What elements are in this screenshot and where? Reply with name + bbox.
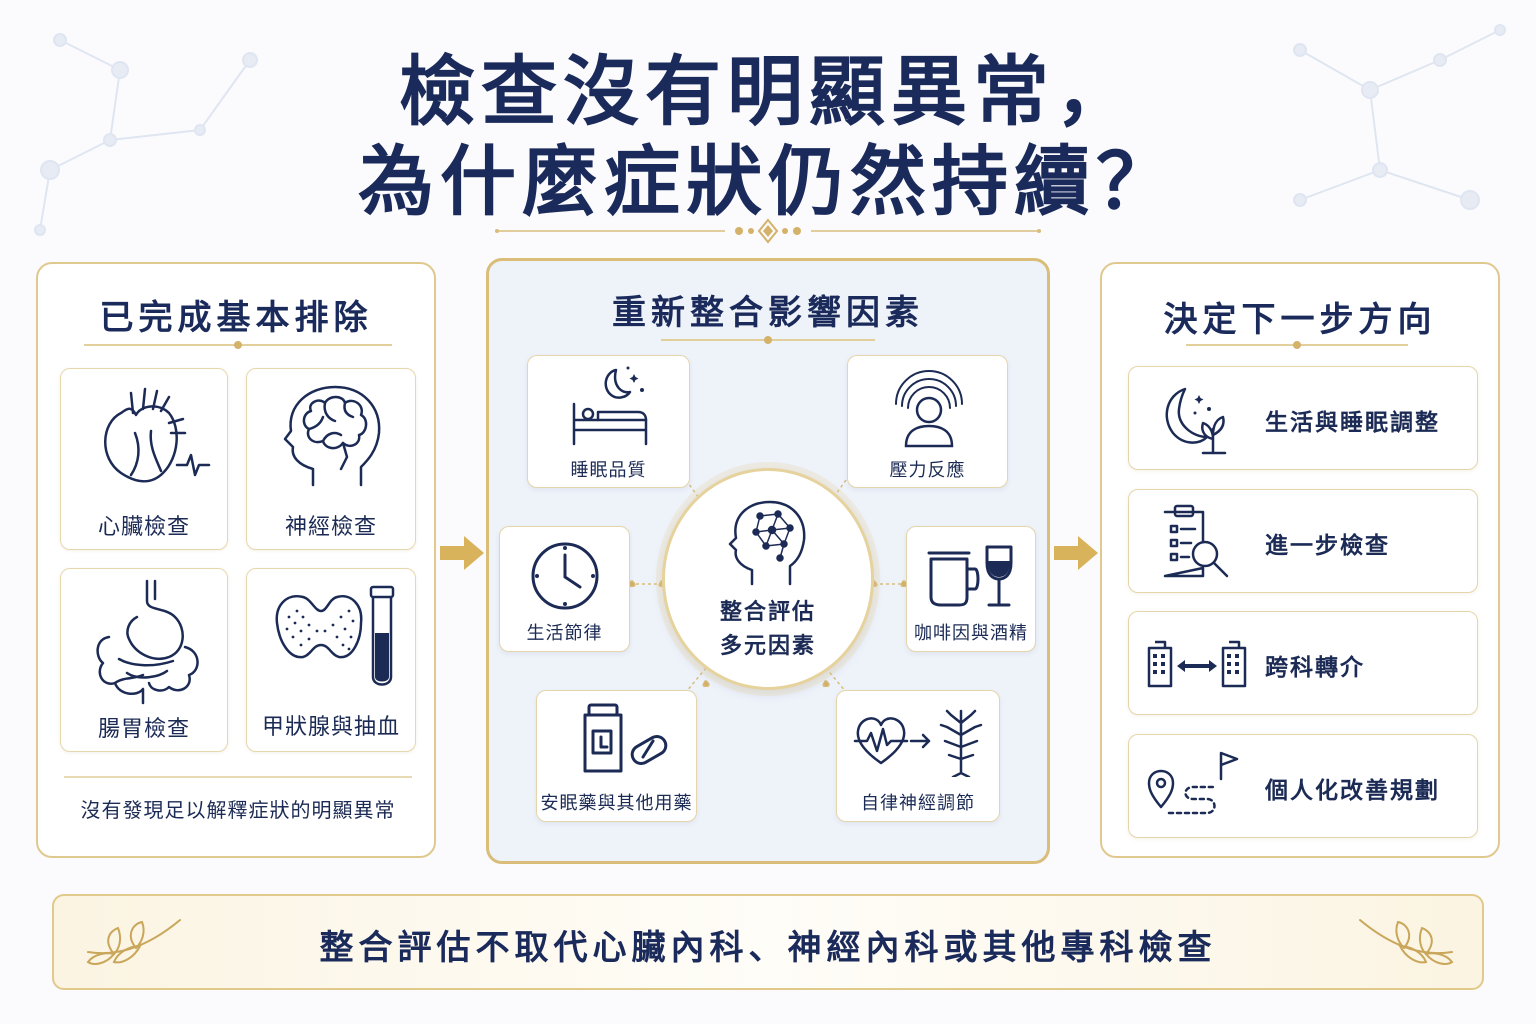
heartbeat-nerve-icon xyxy=(853,709,983,777)
disclaimer-banner: 整合評估不取代心臟內科、神經內科或其他專科檢查 xyxy=(52,894,1484,990)
sleep-quality-label: 睡眠品質 xyxy=(570,460,647,481)
gi-exam-card: 腸胃檢查 xyxy=(60,568,228,752)
heart-exam-label: 心臟檢查 xyxy=(97,515,190,540)
next-step-heading: 決定下一步方向 xyxy=(1163,300,1437,340)
personalized-plan-label: 個人化改善規劃 xyxy=(1265,777,1440,804)
laurel-right-icon xyxy=(1359,919,1454,965)
right-arrow-icon xyxy=(440,536,484,570)
cross-department-referral-item: 跨科轉介 xyxy=(1128,611,1478,715)
autonomic-regulation-label: 自律神經調節 xyxy=(861,793,975,814)
note-divider xyxy=(64,776,412,778)
hub-label-line-1: 整合評估 xyxy=(719,599,816,625)
stress-response-card: 壓力反應 xyxy=(847,355,1008,488)
thyroid-blood-card: 甲狀腺與抽血 xyxy=(246,568,416,752)
lifestyle-sleep-adjust-label: 生活與睡眠調整 xyxy=(1265,409,1440,436)
heading-rule-dot xyxy=(234,341,242,349)
completed-exclusion-panel: 已完成基本排除 心臟檢查 神經檢查 xyxy=(36,262,436,858)
molecule-background xyxy=(34,24,1506,236)
heart-exam-card: 心臟檢查 xyxy=(60,368,228,550)
gi-exam-label: 腸胃檢查 xyxy=(97,717,190,742)
autonomic-regulation-card: 自律神經調節 xyxy=(836,690,1000,822)
exclusion-result-note: 沒有發現足以解釋症狀的明顯異常 xyxy=(80,798,396,822)
integrate-factors-heading: 重新整合影響因素 xyxy=(612,293,924,333)
sleeping-pills-label: 安眠藥與其他用藥 xyxy=(540,793,693,814)
stomach-icon xyxy=(96,579,199,705)
thyroid-icon xyxy=(275,585,395,686)
moon-leaf-icon xyxy=(1165,387,1227,455)
further-testing-item: 進一步檢查 xyxy=(1128,489,1478,593)
brain-icon xyxy=(283,385,381,487)
personalized-plan-item: 個人化改善規劃 xyxy=(1128,734,1478,838)
laurel-left-icon xyxy=(86,919,181,965)
thyroid-blood-label: 甲狀腺與抽血 xyxy=(261,715,400,740)
mug-wine-icon xyxy=(927,545,1013,607)
bed-moon-icon xyxy=(572,366,648,446)
network-brain-icon xyxy=(728,500,806,586)
cross-department-referral-label: 跨科轉介 xyxy=(1265,654,1365,681)
hospital-transfer-icon xyxy=(1147,640,1247,688)
hub-label-line-2: 多元因素 xyxy=(719,633,816,659)
stress-person-icon xyxy=(895,370,963,448)
completed-exclusion-heading: 已完成基本排除 xyxy=(99,298,373,338)
heart-icon xyxy=(104,387,211,483)
daily-rhythm-card: 生活節律 xyxy=(499,526,630,652)
caffeine-alcohol-label: 咖啡因與酒精 xyxy=(914,623,1028,644)
disclaimer-text: 整合評估不取代心臟內科、神經內科或其他專科檢查 xyxy=(319,928,1217,968)
page-title-line-1: 檢查沒有明顯異常， xyxy=(399,47,1137,136)
route-flag-icon xyxy=(1147,751,1239,815)
clock-icon xyxy=(531,542,599,610)
right-arrow-icon xyxy=(1054,536,1098,570)
neuro-exam-card: 神經檢查 xyxy=(246,368,416,550)
caffeine-alcohol-card: 咖啡因與酒精 xyxy=(906,526,1036,652)
heading-rule-dot xyxy=(764,336,772,344)
integrated-assessment-hub xyxy=(662,468,874,690)
sleeping-pills-card: 安眠藥與其他用藥 xyxy=(536,690,697,822)
title-ornament-divider xyxy=(495,218,1041,244)
lifestyle-sleep-adjust-item: 生活與睡眠調整 xyxy=(1128,366,1478,470)
heading-rule-dot xyxy=(1293,341,1301,349)
sleep-quality-card: 睡眠品質 xyxy=(527,355,690,488)
neuro-exam-label: 神經檢查 xyxy=(284,515,377,540)
page-title-line-2: 為什麼症狀仍然持續？ xyxy=(358,137,1178,226)
daily-rhythm-label: 生活節律 xyxy=(526,623,603,644)
pill-bottle-icon xyxy=(583,703,668,773)
clipboard-search-icon xyxy=(1163,504,1229,578)
stress-response-label: 壓力反應 xyxy=(889,460,966,481)
further-testing-label: 進一步檢查 xyxy=(1265,532,1390,559)
